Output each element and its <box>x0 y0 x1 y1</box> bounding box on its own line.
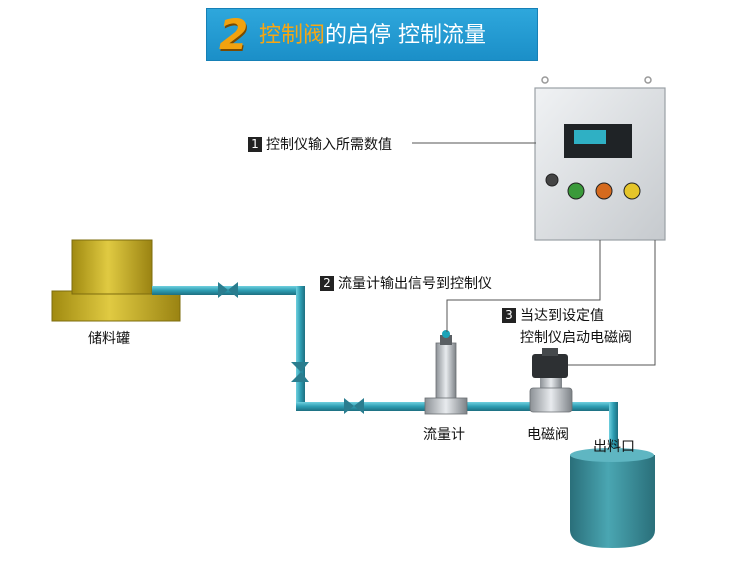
step-2-text: 流量计输出信号到控制仪 <box>338 276 492 292</box>
step-1-callout: 1 控制仪输入所需数值 <box>248 134 392 154</box>
manual-valve-vertical <box>291 362 309 382</box>
step-1-text: 控制仪输入所需数值 <box>266 137 392 153</box>
step-3-line1: 当达到设定值 <box>520 308 604 324</box>
step-3-callout: 3 当达到设定值 <box>502 305 604 325</box>
flowmeter-device <box>424 330 468 415</box>
signal-lines <box>412 142 656 366</box>
step-3-line2: 控制仪启动电磁阀 <box>520 330 632 346</box>
banner-number: 2 <box>219 10 249 59</box>
banner-title-rest: 的启停 控制流量 <box>325 23 487 48</box>
solenoid-valve-device <box>529 348 573 413</box>
title-banner: 2 控制阀的启停 控制流量 <box>206 8 538 61</box>
outlet-bucket <box>570 448 655 548</box>
storage-tank <box>51 239 181 322</box>
valve-label: 电磁阀 <box>527 427 569 443</box>
controller-cabinet <box>534 76 666 241</box>
step-2-number: 2 <box>320 276 334 291</box>
step-3-callout-line2: 控制仪启动电磁阀 <box>520 327 632 347</box>
manual-valve-bottom <box>344 398 364 414</box>
step-1-number: 1 <box>248 137 262 152</box>
manual-valve-top <box>218 282 238 298</box>
outlet-label: 出料口 <box>593 439 635 455</box>
step-3-number: 3 <box>502 308 516 323</box>
banner-title: 控制阀的启停 控制流量 <box>259 9 486 62</box>
step-2-callout: 2 流量计输出信号到控制仪 <box>320 273 492 293</box>
flowmeter-label: 流量计 <box>423 427 465 443</box>
tank-label: 储料罐 <box>88 331 130 347</box>
banner-title-highlight: 控制阀 <box>259 23 326 48</box>
